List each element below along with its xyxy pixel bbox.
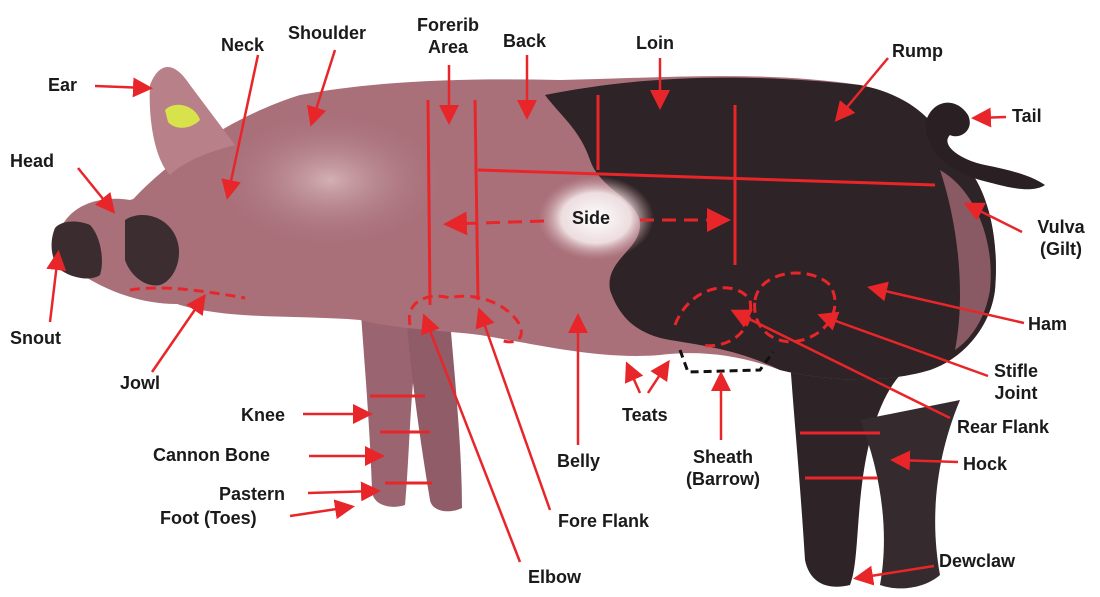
label-sheath-barrow: Sheath (Barrow): [676, 446, 770, 490]
label-ear: Ear: [48, 74, 77, 96]
arrow-jowl: [152, 298, 203, 372]
label-loin: Loin: [636, 32, 674, 54]
label-elbow: Elbow: [528, 566, 581, 588]
label-side: Side: [572, 208, 610, 229]
label-vulva-gilt: Vulva (Gilt): [1027, 216, 1095, 260]
label-ham: Ham: [1028, 313, 1067, 335]
label-cannon-bone: Cannon Bone: [153, 444, 270, 466]
label-hock: Hock: [963, 453, 1007, 475]
label-stifle-joint: Stifle Joint: [978, 360, 1054, 404]
arrow-ear: [95, 86, 148, 88]
label-rump: Rump: [892, 40, 943, 62]
label-shoulder: Shoulder: [288, 22, 366, 44]
label-fore-flank: Fore Flank: [558, 510, 649, 532]
arrow-pastern: [308, 491, 376, 493]
label-foot-toes: Foot (Toes): [160, 507, 257, 529]
label-teats: Teats: [622, 404, 668, 426]
label-head: Head: [10, 150, 54, 172]
arrow-teats-2: [648, 364, 667, 393]
arrow-tail: [976, 117, 1006, 118]
label-rear-flank: Rear Flank: [957, 416, 1049, 438]
label-dewclaw: Dewclaw: [939, 550, 1015, 572]
label-back: Back: [503, 30, 546, 52]
arrow-teats-1: [628, 366, 640, 393]
arrow-snout: [50, 255, 58, 322]
label-snout: Snout: [10, 327, 61, 349]
label-forerib-area: Forerib Area: [403, 14, 493, 58]
label-tail: Tail: [1012, 105, 1042, 127]
arrow-foot: [290, 507, 350, 516]
label-pastern: Pastern: [219, 483, 285, 505]
label-jowl: Jowl: [120, 372, 160, 394]
label-knee: Knee: [241, 404, 285, 426]
label-neck: Neck: [221, 34, 264, 56]
label-belly: Belly: [557, 450, 600, 472]
